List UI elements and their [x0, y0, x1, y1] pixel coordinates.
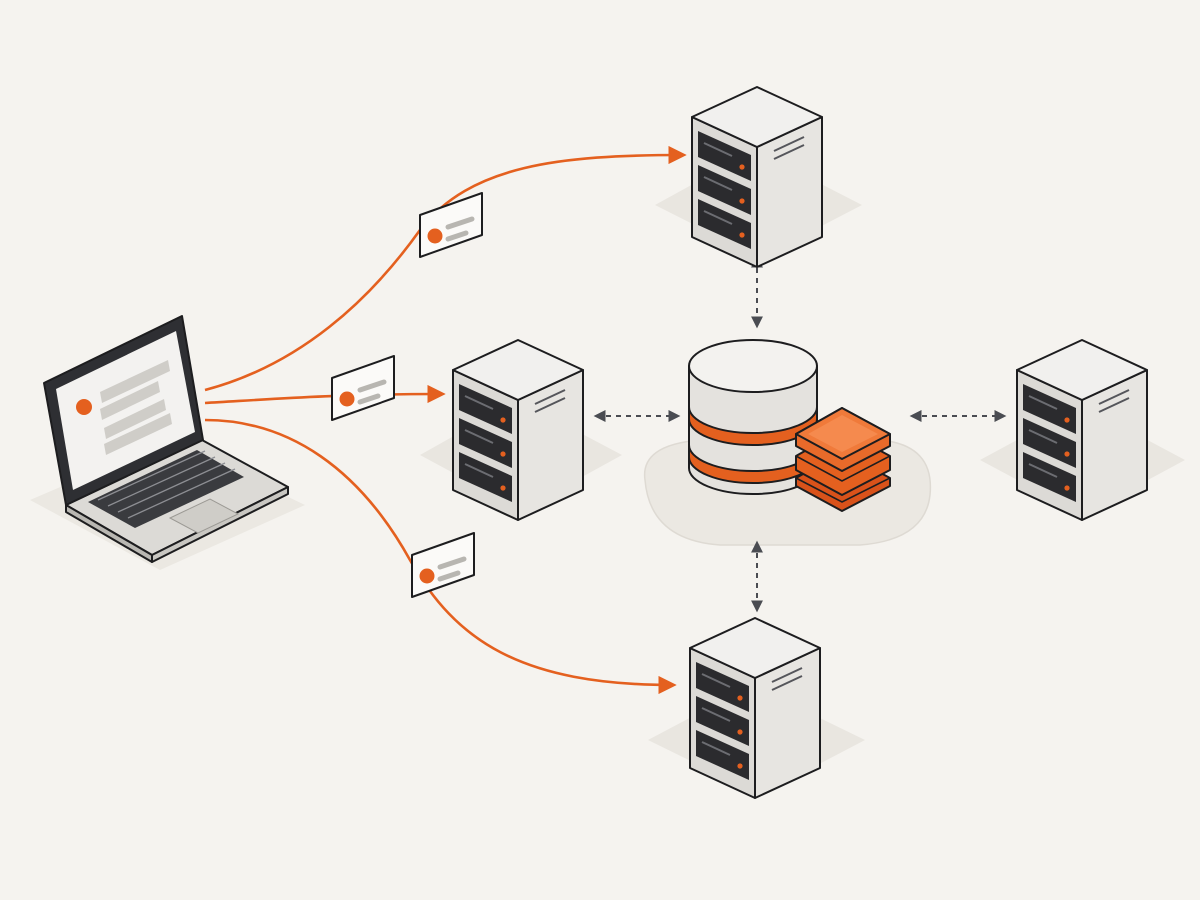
- laptop-icon: [43, 315, 289, 563]
- message-card-icon: [420, 193, 482, 257]
- message-card-icon: [332, 356, 394, 420]
- flow-to-server-bottom: [204, 418, 677, 695]
- server-icon: [689, 617, 821, 799]
- server-icon: [452, 339, 584, 521]
- sync-links: [593, 255, 1007, 613]
- flow-to-server-middle: [204, 384, 446, 405]
- message-card-icon: [412, 533, 474, 597]
- database-icon: [688, 339, 818, 495]
- server-icon: [1016, 339, 1148, 521]
- server-icon: [691, 86, 823, 268]
- cache-stack-icon: [795, 407, 891, 512]
- flow-to-server-top: [204, 145, 687, 392]
